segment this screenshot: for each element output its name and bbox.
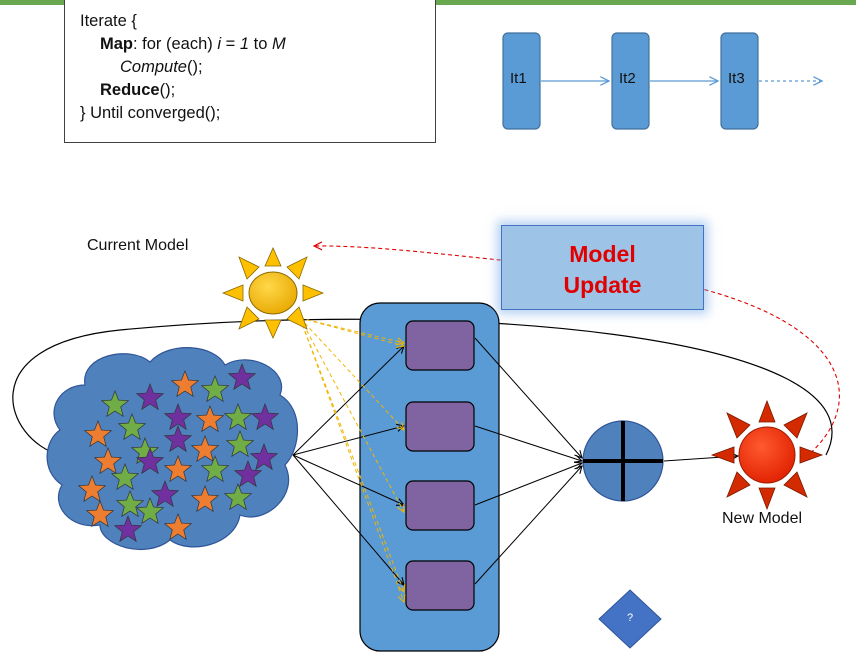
model-broadcast-arrows (299, 317, 404, 602)
star-data-point (85, 500, 115, 528)
star-data-point (163, 425, 193, 453)
star-data-point (163, 403, 193, 431)
reducer-sum-node (582, 420, 664, 502)
data-to-mapper-arrows (292, 346, 404, 585)
iteration-box-3 (720, 32, 759, 130)
star-data-point (100, 390, 130, 418)
star-data-point (77, 475, 107, 503)
star-data-point (250, 403, 280, 431)
code-line-2: Map: for (each) i = 1 to M (100, 35, 286, 53)
model-update-arrow (314, 246, 840, 463)
new-model-label: New Model (722, 510, 803, 527)
star-data-point (135, 447, 165, 475)
pseudocode-box: Iterate { Map: for (each) i = 1 to M Com… (64, 0, 436, 143)
star-data-point (190, 435, 220, 463)
star-data-point (163, 455, 193, 483)
star-data-point (200, 455, 230, 483)
star-data-point (83, 420, 113, 448)
star-data-point (110, 463, 140, 491)
star-data-point (135, 497, 165, 525)
star-data-point (233, 460, 263, 488)
star-data-point (249, 443, 279, 471)
iteration-label-3: It3 (728, 70, 745, 87)
mapper-box-2 (405, 401, 475, 452)
mapper-box-3 (405, 480, 475, 531)
iteration-box-1 (502, 32, 541, 130)
star-data-point (135, 383, 165, 411)
code-line-5: } Until converged(); (80, 104, 221, 122)
star-data-point (150, 480, 180, 508)
iteration-label-2: It2 (619, 70, 636, 87)
mapper-to-reducer-arrows (474, 337, 582, 585)
star-data-point (195, 405, 225, 433)
star-data-point (223, 403, 253, 431)
data-points (77, 363, 280, 543)
star-data-point (190, 485, 220, 513)
code-line-1: Iterate { (80, 12, 137, 30)
model-update-line-2: Update (563, 272, 642, 298)
star-data-point (115, 490, 145, 518)
iteration-label-1: It1 (510, 70, 527, 87)
star-data-point (113, 515, 143, 543)
star-data-point (117, 413, 147, 441)
model-update-line-1: Model (569, 241, 636, 267)
star-data-point (200, 375, 230, 403)
unknown-label: ? (626, 612, 634, 624)
star-data-point (223, 483, 253, 511)
star-data-point (225, 430, 255, 458)
mapper-box-1 (405, 320, 475, 371)
new-model-sun-icon (710, 399, 824, 511)
code-line-4: Reduce(); (100, 81, 176, 99)
star-data-point (227, 363, 257, 391)
iteration-box-2 (611, 32, 650, 130)
star-data-point (170, 370, 200, 398)
star-data-point (93, 447, 123, 475)
current-model-label: Current Model (87, 237, 189, 254)
star-data-point (163, 513, 193, 541)
model-update-box: Model Update (501, 225, 704, 310)
code-line-3: Compute(); (120, 58, 203, 76)
unknown-diamond (598, 589, 662, 649)
current-model-sun-icon (221, 247, 325, 339)
mapper-box-4 (405, 560, 475, 611)
iteration-chain (502, 32, 822, 130)
